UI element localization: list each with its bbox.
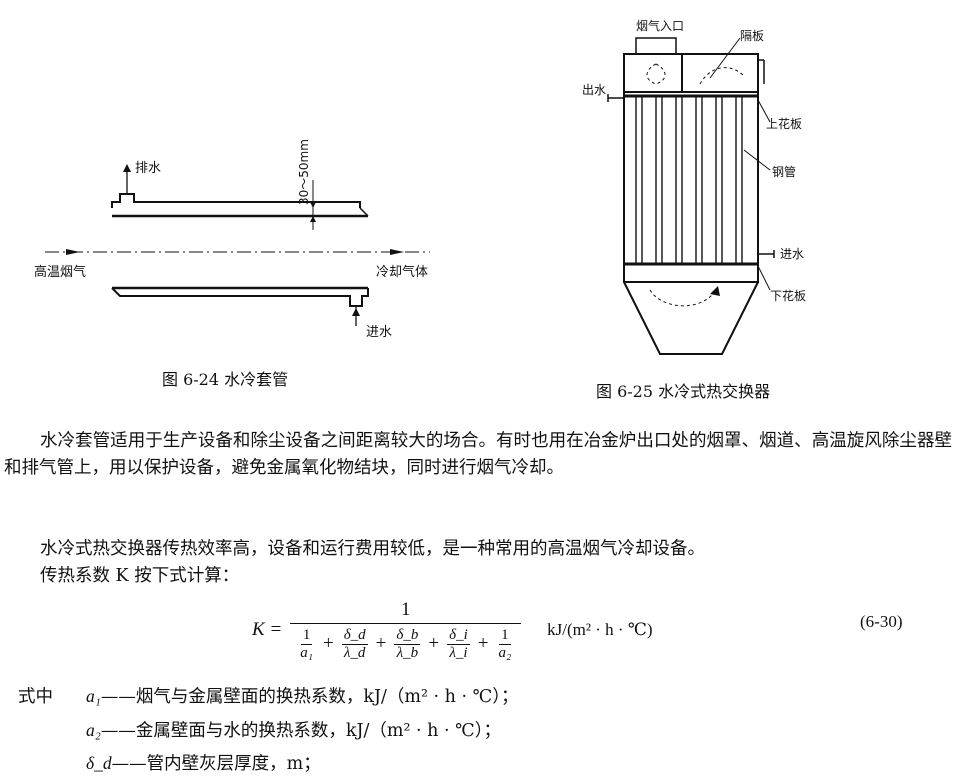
figure-caption-6-24: 图 6-24 水冷套管 — [162, 370, 289, 389]
sleeve-bottom-outer-wall — [111, 287, 369, 307]
sleeve-top-outer-wall — [111, 193, 361, 208]
gap-dimension-arrows — [310, 202, 316, 222]
gas-inlet-duct — [635, 37, 677, 55]
hot-gas-label: 高温烟气 — [34, 264, 86, 280]
definition-delta-d: δ_d——管内壁灰层厚度，m； — [86, 753, 321, 774]
steel-pipes — [635, 96, 743, 264]
water-in-arrow-head — [352, 308, 360, 316]
top-chamber — [623, 53, 759, 93]
paragraph-formula-intro: 传热系数 K 按下式计算： — [40, 566, 240, 586]
sleeve-top-end-cap — [359, 207, 369, 217]
lower-plate-label: 下花板 — [770, 288, 806, 303]
figure-water-cooled-heat-exchanger: 烟气入口 隔板 出水 上花板 钢管 进水 下花板 — [582, 18, 806, 355]
gap-label: 30～50mm — [297, 139, 311, 205]
paragraph-water-sleeve: 水冷套管适用于生产设备和除尘设备之间距离较大的场合。有时也用在冶金炉出口处的烟罩… — [4, 431, 952, 478]
formula-lhs: K = — [252, 619, 283, 640]
formula-numerator: 1 — [400, 598, 411, 620]
water-in-label: 进水 — [366, 325, 392, 340]
steel-pipe-label: 钢管 — [772, 164, 796, 179]
upper-plate-label: 上花板 — [766, 116, 802, 131]
cool-gas-arrow-head — [390, 249, 404, 255]
equation-number: (6-30) — [860, 612, 903, 631]
formula-unit: kJ/(m² · h · ℃) — [547, 620, 653, 639]
gas-inlet-label: 烟气入口 — [636, 18, 684, 33]
paragraph-heat-exchanger: 水冷式热交换器传热效率高，设备和运行费用较低，是一种常用的高温烟气冷却设备。 — [40, 539, 705, 559]
definitions-lead: 式中 — [18, 687, 53, 707]
water-out-label: 出水 — [582, 83, 606, 97]
figure-water-cooled-sleeve: 排水 30～50mm 高温烟气 冷却气体 进水 — [34, 139, 430, 340]
hot-gas-arrow-head — [66, 249, 80, 255]
definition-a1: a₁——烟气与金属壁面的换热系数，kJ/（m² · h · ℃）； — [86, 686, 519, 707]
water-in-label: 进水 — [780, 247, 804, 261]
baffle-label: 隔板 — [740, 29, 764, 43]
figure-caption-6-25: 图 6-25 水冷式热交换器 — [596, 382, 771, 401]
cool-gas-label: 冷却气体 — [376, 264, 428, 280]
drain-label: 排水 — [135, 161, 161, 176]
bottom-chamber — [623, 263, 759, 283]
dust-hopper — [623, 281, 759, 355]
drain-arrow-head — [123, 164, 131, 172]
definition-a2: a₂——金属壁面与水的换热系数，kJ/（m² · h · ℃）； — [86, 720, 501, 741]
